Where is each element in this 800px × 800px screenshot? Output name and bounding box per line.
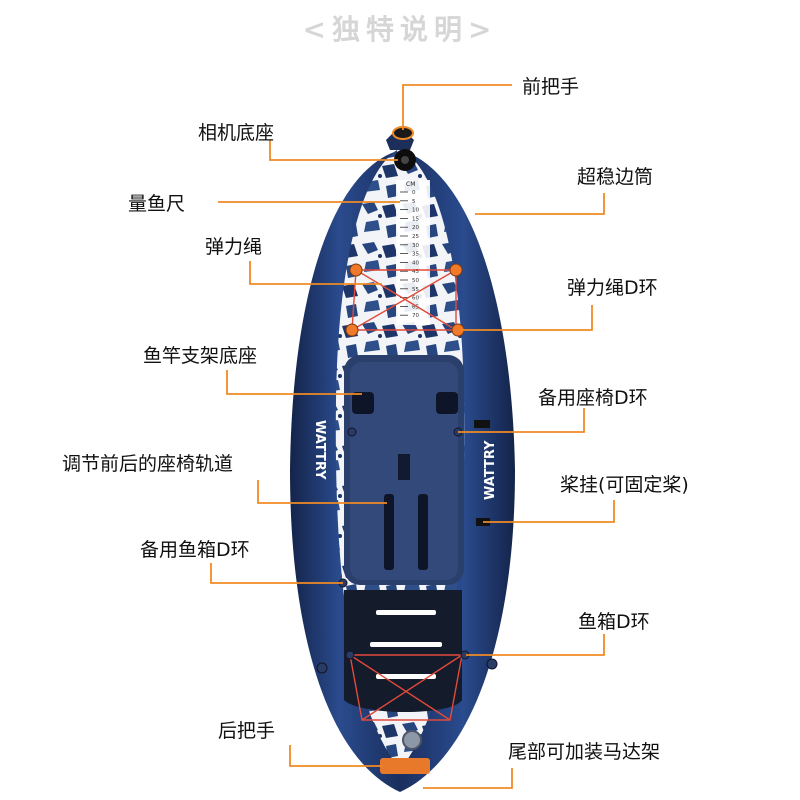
leader-bungee-d-ring [460, 305, 593, 331]
center-tag [398, 454, 410, 480]
label-measuring-ruler: 量鱼尺 [128, 193, 186, 215]
label-rear-handle: 后把手 [218, 720, 276, 742]
leader-front-handle [402, 84, 512, 130]
leader-lines [210, 84, 615, 789]
ruler-tick-label: 70 [412, 313, 419, 319]
page-title: <独特说明> [302, 13, 498, 46]
d-rings [345, 263, 465, 337]
ruler-tick-label: 10 [412, 208, 419, 214]
rod-mount-right [436, 392, 458, 414]
leader-paddle-holder [483, 500, 615, 523]
label-spare-fishbox-d-ring: 备用鱼箱D环 [140, 539, 250, 561]
ruler-tick-label: 5 [412, 199, 416, 205]
leader-side-tube [475, 193, 605, 215]
leader-camera-mount [269, 140, 398, 161]
label-fishbox-d-ring: 鱼箱D环 [578, 611, 650, 633]
ruler-tick-label: 25 [412, 234, 419, 240]
ruler-tick-label: 60 [412, 296, 419, 302]
ruler-tick-label: 45 [412, 269, 419, 275]
leader-seat-track [257, 480, 387, 504]
brand-right: WATTRY [483, 440, 498, 500]
leader-bungee [249, 261, 382, 285]
leader-rear-handle [289, 745, 382, 767]
ruler-tick-label: 40 [412, 260, 419, 266]
rear-handle [380, 758, 430, 774]
leader-rod-mount [226, 370, 362, 395]
ruler-tick-label: 20 [412, 225, 419, 231]
rear-pad-bar-2 [370, 642, 442, 647]
rear-pad-bar-3 [376, 674, 436, 679]
label-seat-track: 调节前后的座椅轨道 [62, 453, 234, 475]
ruler-tick-label: 0 [412, 190, 416, 196]
ruler-ticks: 0 5 10 15 20 25 30 35 40 45 50 55 60 65 70 [400, 190, 419, 319]
ruler-tick-label: 35 [412, 252, 419, 258]
ruler-tick-label: 65 [412, 304, 419, 310]
label-bungee-cord: 弹力绳 [205, 236, 263, 258]
ruler-unit: CM [406, 181, 415, 188]
ruler-tick-label: 55 [412, 287, 419, 293]
label-stable-side-tube: 超稳边筒 [577, 166, 654, 188]
ruler-tick-label: 15 [412, 216, 419, 222]
seat-track-right [418, 494, 428, 570]
kayak-board: CM 0 5 10 15 20 25 30 35 40 45 50 55 60 65 70 [290, 126, 515, 792]
seat-track-left [384, 494, 394, 570]
ruler-tick-label: 50 [412, 278, 419, 284]
label-paddle-holder: 桨挂(可固定桨) [560, 474, 689, 496]
label-rod-holder-mount: 鱼竿支架底座 [143, 345, 258, 367]
label-motor-mount: 尾部可加装马达架 [508, 741, 661, 763]
leader-motor-mount [423, 768, 513, 789]
label-bungee-d-ring: 弹力绳D环 [567, 277, 658, 299]
leader-spare-fishbox [210, 563, 343, 584]
motor-mount [402, 730, 422, 750]
ruler-tick-label: 30 [412, 243, 419, 249]
rear-pad [344, 590, 462, 712]
rear-pad-bar-1 [376, 610, 436, 615]
leader-fishbox [466, 634, 605, 656]
rear-bungee [349, 654, 463, 721]
leader-spare-seat [458, 408, 585, 433]
label-spare-seat-d-ring: 备用座椅D环 [538, 387, 648, 409]
paddle-holder-top [474, 420, 490, 428]
rod-mount-left [352, 392, 374, 414]
label-camera-mount: 相机底座 [198, 122, 275, 144]
brand-left: WATTRY [312, 420, 327, 480]
label-front-handle: 前把手 [522, 76, 580, 98]
